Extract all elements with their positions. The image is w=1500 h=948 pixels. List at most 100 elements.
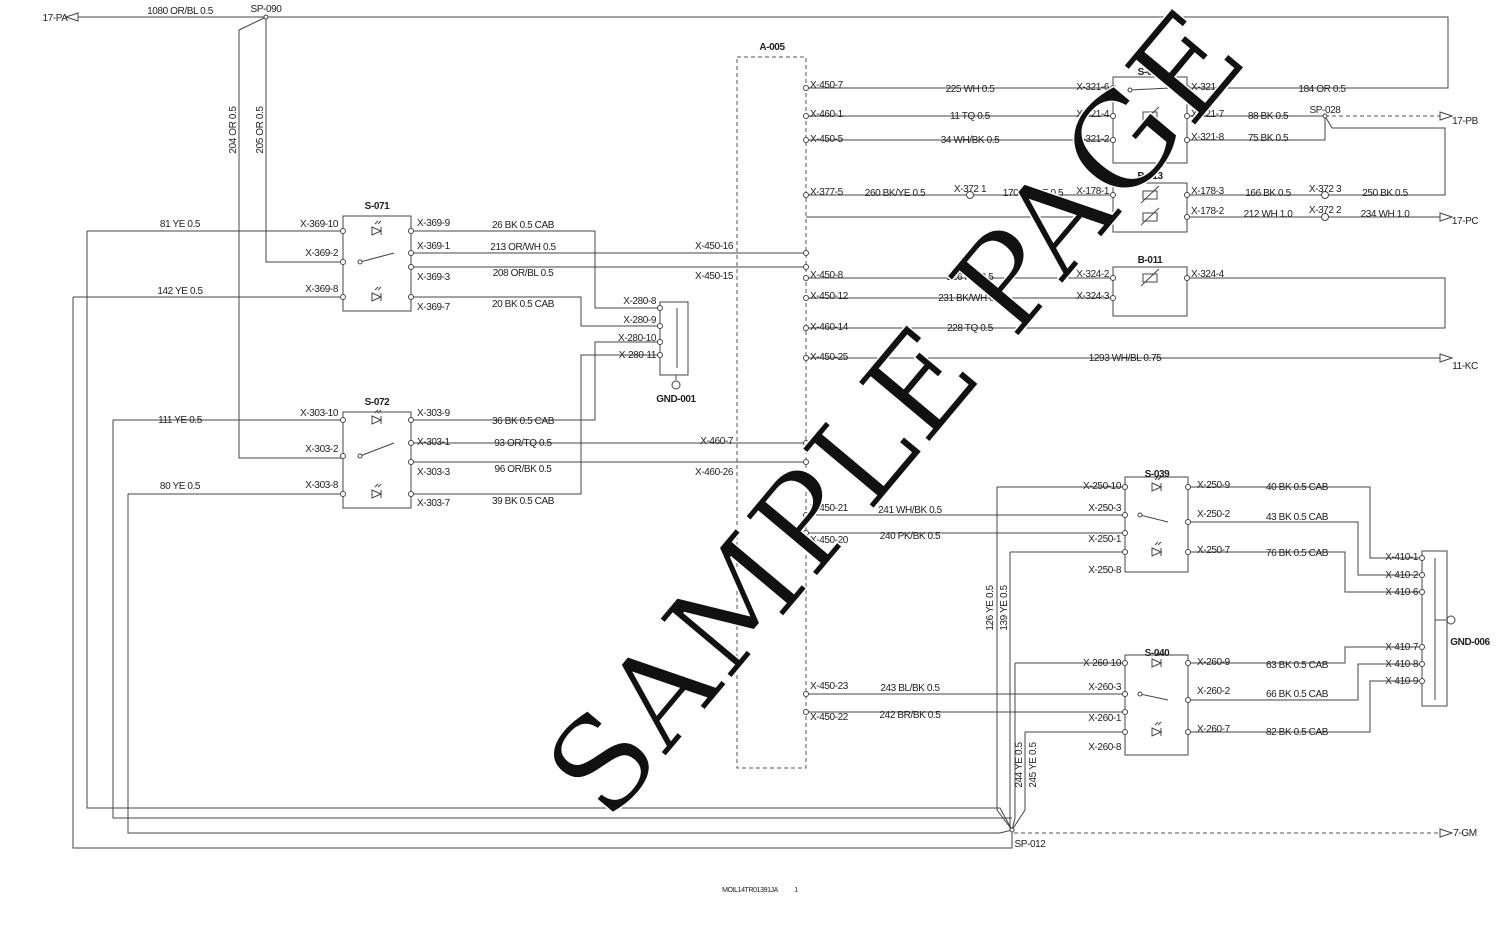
wires-w82-label: 82 BK 0.5 CAB [1266,727,1329,738]
pins-x280-8-label: X-280-8 [623,296,657,307]
pins-x303-2-label: X-303-2 [305,444,339,455]
pins-x450-12-label: X-450-12 [810,291,849,302]
connector-pin [408,228,414,234]
pins-x250-2-label: X-250-2 [1197,509,1231,520]
variable-arrow [1140,207,1160,226]
pins-x369-3-label: X-369-3 [417,272,451,283]
wires-w76-label: 76 BK 0.5 CAB [1266,548,1329,559]
connector-pin [1122,549,1128,555]
pins-x321-4-label: X-321-4 [1076,109,1110,120]
connector-pin [1184,113,1190,119]
wire [265,17,343,263]
connector-pin [803,512,809,518]
wires-w20-label: 20 BK 0.5 CAB [492,299,555,310]
pins-x372-1-label: X-372 1 [954,184,987,195]
wires-w36-label: 36 BK 0.5 CAB [492,416,555,427]
splice-point [263,14,269,20]
connector-pin [1122,691,1128,697]
offpage-arrow-17-pc-icon[interactable] [1439,212,1454,222]
splice-point [1009,827,1015,833]
wire-layer [72,16,1449,849]
pins-x250-3-label: X-250-3 [1088,503,1122,514]
pins-x250-9-label: X-250-9 [1197,480,1231,491]
wires-w204-label: 204 OR 0.5 [228,106,239,154]
pins-x250-1-label: X-250-1 [1088,534,1122,545]
pins-x450-23-label: X-450-23 [810,681,849,692]
wires-w75-label: 75 BK 0.5 [1248,133,1289,144]
connector-pin [1419,678,1425,684]
sensor-b011 [1112,266,1188,317]
connector-pin [408,250,414,256]
wire [86,231,1013,831]
wire [411,296,660,327]
wires-w142-label: 142 YE 0.5 [157,286,203,297]
components-a005-label: A-005 [759,42,785,53]
wires-w96-label: 96 OR/BK 0.5 [495,464,553,475]
connector-pin [1110,275,1116,281]
wire [1188,551,1422,593]
connector-pin [803,440,809,446]
offpage-arrow-11-kc-icon[interactable] [1439,353,1454,363]
components-s072-label: S-072 [365,397,391,408]
switch-s040 [1124,654,1189,756]
connector-pin [803,85,809,91]
switch-contact-icon [359,442,395,457]
connector-pin [657,339,663,345]
connector-pin [1122,729,1128,735]
wires-w126-label: 126 YE 0.5 [985,585,996,631]
components-s071-label: S-071 [365,201,391,212]
wires-w40-label: 40 BK 0.5 CAB [1266,482,1329,493]
wires-w111-label: 111 YE 0.5 [158,415,203,426]
connector-pin [408,459,414,465]
switch-contact-icon [359,252,395,263]
connector-pin [803,691,809,697]
wires-w170-label: 170 BK/YE 0.5 [1003,188,1064,199]
title-block-page-label: 1 [794,887,798,894]
pins-x260-7-label: X-260-7 [1197,724,1231,735]
connector-pin [340,294,346,300]
wire [411,230,660,309]
pins-x280-9-label: X-280-9 [623,315,657,326]
ground-symbol-icon [1446,615,1456,625]
connector-pin [1110,137,1116,143]
pins-x260-9-label: X-260-9 [1197,657,1231,668]
connector-pin [340,417,346,423]
wires-w63-label: 63 BK 0.5 CAB [1266,660,1329,671]
connector-pin [408,417,414,423]
pins-x178-2-label: X-178-2 [1191,206,1225,217]
wire [127,494,1013,834]
wires-w244-label: 244 YE 0.5 [1014,742,1025,788]
pins-x410-1-label: X-410-1 [1385,552,1419,563]
connector-pin [1185,697,1191,703]
connector-pin [1185,729,1191,735]
pins-x369-7-label: X-369-7 [417,302,451,313]
switch-contact-icon [1139,693,1169,701]
pins-x372-3-label: X-372 3 [1309,184,1342,195]
switch-terminal [1127,87,1133,93]
switch-s037 [1112,76,1188,164]
wires-w208-label: 208 OR/BL 0.5 [493,268,554,279]
switch-contact-icon [1139,514,1169,523]
pins-x450-8-label: X-450-8 [810,270,844,281]
switch-contact-icon [1129,87,1171,91]
connector-pin [803,113,809,119]
offpage-arrow-7-gm-icon[interactable] [1439,828,1454,838]
connector-pin [340,259,346,265]
variable-arrow [1140,185,1160,204]
connector-pin [803,325,809,331]
led-icon [1151,652,1163,668]
connector-pin [1419,589,1425,595]
pins-x303-10-label: X-303-10 [300,408,339,419]
pins-x372-2-label: X-372 2 [1309,205,1342,216]
connector-pin [408,264,414,270]
connector-pin [1110,85,1116,91]
variable-resistor-icon [1142,273,1158,283]
switch-terminal [357,453,363,459]
splices-sp090-label: SP-090 [251,4,283,15]
pins-x410-8-label: X-410-8 [1385,659,1419,670]
offpage-arrow-17-pb-icon[interactable] [1439,111,1454,121]
offpage-arrow-17-pa-icon[interactable] [64,12,79,22]
pins-x260-10-label: X-260-10 [1083,658,1122,669]
connector-pin [1122,660,1128,666]
pins-x303-1-label: X-303-1 [417,437,451,448]
